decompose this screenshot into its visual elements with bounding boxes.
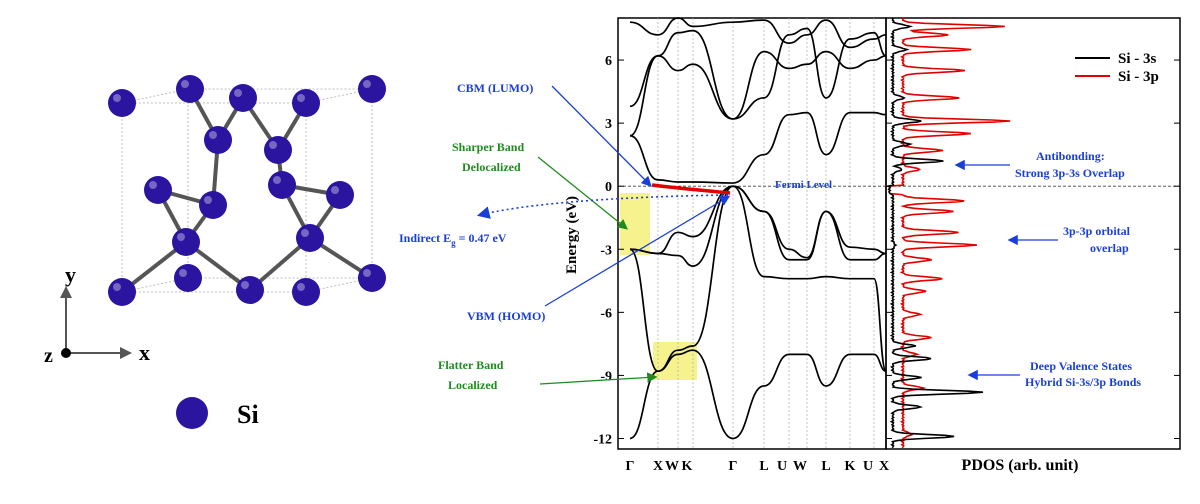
- si-atom: [174, 264, 202, 292]
- band-line: [629, 50, 887, 137]
- deep-valence-label-1: Deep Valence States: [1030, 359, 1132, 373]
- legend-3s-label: Si - 3s: [1118, 51, 1157, 67]
- pdos-3s-line: [885, 17, 984, 449]
- legend-3p-label: Si - 3p: [1118, 69, 1159, 85]
- kpoint-label: K: [682, 459, 693, 474]
- indirect-gap-label: Indirect Eg= 0.47 eV: [399, 231, 507, 248]
- band-line: [629, 185, 887, 373]
- z-axis-dot-icon: [61, 348, 71, 358]
- kpoint-label: L: [821, 459, 830, 474]
- crystal-structure: y x z Si: [44, 75, 386, 429]
- kpoint-label: K: [845, 459, 856, 474]
- band-lines: [629, 17, 887, 440]
- kpoint-label: X: [879, 459, 889, 474]
- si-atoms: [108, 75, 386, 306]
- axes-indicator: y x z: [44, 262, 150, 367]
- band-line: [629, 17, 887, 49]
- si-legend-label: Si: [237, 400, 259, 429]
- pdos-3p-line: [884, 17, 1011, 449]
- flat-band-highlight: [653, 342, 697, 380]
- y-tick-label: -3: [600, 243, 612, 258]
- y-tick-label: 3: [605, 117, 612, 132]
- pdos-xlabel: PDOS (arb. unit): [962, 457, 1079, 474]
- flatter-band-label-2: Localized: [448, 378, 498, 392]
- si-atom: [199, 191, 227, 219]
- kpoint-label: U: [777, 459, 787, 474]
- sharper-band-label-1: Sharper Band: [452, 140, 524, 154]
- orbital-overlap-label-1: 3p-3p orbital: [1063, 224, 1131, 238]
- kpoint-label: L: [759, 459, 768, 474]
- si-atom: [264, 136, 292, 164]
- si-atom: [108, 278, 136, 306]
- band-line: [629, 27, 887, 120]
- band-line: [629, 185, 887, 259]
- fermi-level-label: Fermi Level: [775, 179, 832, 191]
- antibonding-label-1: Antibonding:: [1036, 149, 1105, 163]
- si-atom: [108, 89, 136, 117]
- y-tick-label: 6: [605, 54, 612, 69]
- si-atom: [268, 171, 296, 199]
- arrow-right-icon: [120, 347, 132, 359]
- antibonding-label-2: Strong 3p-3s Overlap: [1015, 166, 1125, 180]
- kpoint-label: Γ: [626, 459, 635, 474]
- sharper-band-arrow: [537, 156, 629, 230]
- y-tick-label: -12: [593, 432, 612, 447]
- vbm-arrow: [544, 195, 731, 307]
- si-atom: [176, 75, 204, 103]
- crystal-legend: Si: [176, 397, 259, 429]
- kpoint-label: W: [665, 459, 679, 474]
- pdos-legend: Si - 3s Si - 3p: [1075, 51, 1159, 85]
- si-atom: [358, 264, 386, 292]
- flatter-band-arrow: [539, 372, 658, 385]
- kpoint-label: U: [863, 459, 873, 474]
- si-atom: [236, 276, 264, 304]
- cbm-arrow: [551, 85, 652, 187]
- si-atom: [296, 224, 324, 252]
- atom-highlights: [113, 80, 371, 291]
- y-tick-label: -6: [600, 306, 612, 321]
- pdos-chart: Si - 3s Si - 3p PDOS (arb. unit): [884, 17, 1181, 474]
- z-axis-label: z: [44, 345, 53, 367]
- sharper-band-label-2: Delocalized: [462, 160, 521, 174]
- si-atom: [144, 176, 172, 204]
- y-axis-ticks: -12 -9 -6 -3 0 3 6: [593, 54, 624, 447]
- annotations: CBM (LUMO) Sharper Band Delocalized Indi…: [399, 81, 1141, 392]
- band-line: [629, 349, 887, 440]
- kpoint-label: W: [793, 459, 807, 474]
- kpoint-label: X: [653, 459, 663, 474]
- si-atom: [172, 228, 200, 256]
- cbm-label: CBM (LUMO): [457, 81, 533, 95]
- si-atom: [292, 89, 320, 117]
- si-atom: [229, 84, 257, 112]
- flatter-band-label-1: Flatter Band: [438, 358, 504, 372]
- orbital-overlap-label-2: overlap: [1090, 241, 1129, 255]
- y-axis-title: Energy (eV): [564, 196, 580, 274]
- band-line: [629, 111, 887, 184]
- indirect-gap-arrow: [476, 194, 729, 219]
- y-axis-label: y: [65, 262, 76, 287]
- arrow-up-icon: [60, 286, 72, 298]
- si-atom: [358, 75, 386, 103]
- pdos-frame: [885, 17, 1181, 450]
- deep-valence-label-2: Hybrid Si-3s/3p Bonds: [1025, 375, 1141, 389]
- band-line: [629, 185, 887, 267]
- y-tick-label: -9: [600, 369, 612, 384]
- kpoint-lines: [657, 18, 875, 449]
- y-tick-label: 0: [605, 180, 612, 195]
- kpoint-label: Γ: [729, 459, 738, 474]
- si-atom: [204, 126, 232, 154]
- si-atom: [326, 181, 354, 209]
- x-axis-label: x: [139, 340, 150, 365]
- vbm-label: VBM (HOMO): [467, 309, 545, 323]
- si-atom: [292, 278, 320, 306]
- si-legend-marker: [176, 397, 208, 429]
- cbm-highlight-band: [651, 183, 731, 195]
